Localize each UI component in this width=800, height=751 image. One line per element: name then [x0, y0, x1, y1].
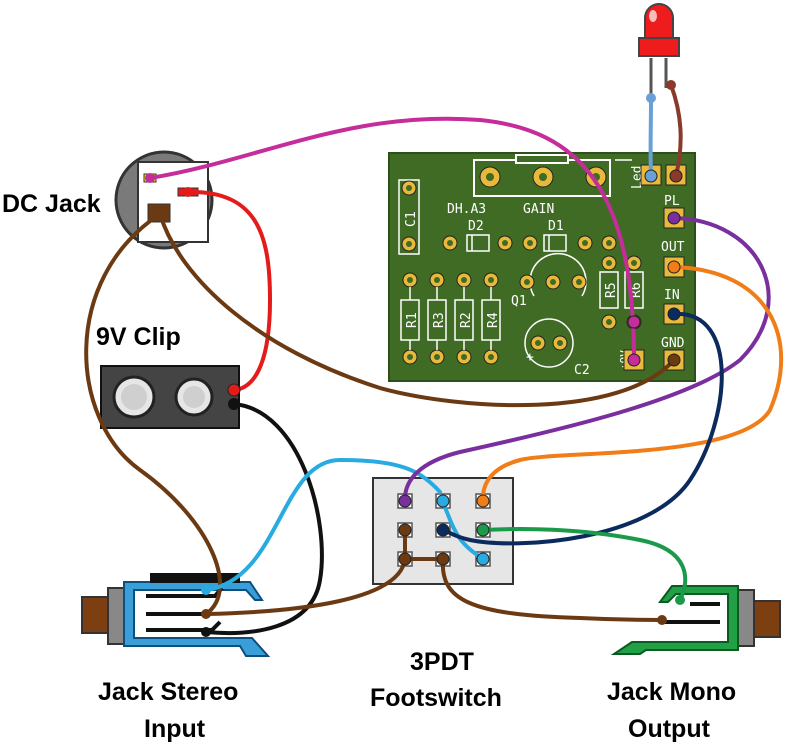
- wire-brown-fs-output: [440, 557, 664, 622]
- jack-stereo-label-line2: Input: [144, 715, 206, 743]
- c1-label: C1: [404, 211, 419, 227]
- q1-label: Q1: [511, 294, 527, 309]
- battery-clip-9v: [100, 365, 240, 429]
- wire-purple: [402, 216, 771, 503]
- jack-mono-output: [610, 585, 781, 655]
- r6-label: R6: [629, 282, 644, 298]
- d2-label: D2: [468, 219, 484, 234]
- c2-plus: +: [526, 350, 534, 365]
- jack-mono-label-line2: Output: [628, 715, 711, 743]
- footswitch-label-line1: 3PDT: [410, 648, 474, 676]
- gain-label: GAIN: [523, 202, 554, 217]
- clip-9v-label: 9V Clip: [96, 323, 181, 351]
- pad-gnd-label: GND: [661, 336, 685, 351]
- wire-green: [481, 527, 688, 602]
- jack-stereo-label-line1: Jack Stereo: [98, 678, 238, 706]
- dc-jack-label: DC Jack: [2, 190, 101, 218]
- pcb-board: C1 DH.A3 GAIN D2 D1 Led Q1 +: [388, 152, 696, 382]
- c2-label: C2: [574, 363, 590, 378]
- wire-magenta: [148, 116, 636, 362]
- pad-pl-label: PL: [664, 194, 680, 209]
- pad-out-label: OUT: [661, 240, 685, 255]
- wire-led-brown: [669, 83, 683, 178]
- wire-brown-fs-input: [204, 557, 407, 616]
- wire-brown-dc-jack: [84, 212, 222, 616]
- d1-label: D1: [548, 219, 564, 234]
- r3-label: R3: [432, 312, 447, 328]
- wire-orange: [480, 265, 784, 503]
- wire-navy: [441, 311, 724, 546]
- r4-label: R4: [486, 312, 501, 328]
- wire-black: [204, 402, 324, 636]
- wire-terminals: [145, 80, 685, 637]
- r1-label: R1: [405, 312, 420, 328]
- wire-red: [186, 189, 273, 392]
- pcb-name: DH.A3: [447, 202, 486, 217]
- r2-label: R2: [459, 312, 474, 328]
- led: [638, 3, 680, 100]
- jack-mono-label-line1: Jack Mono: [607, 678, 736, 706]
- resistor-bank: R1 R3 R2 R4: [400, 272, 501, 365]
- wires: [84, 83, 784, 636]
- r5-label: R5: [604, 282, 619, 298]
- pad-in-label: IN: [664, 288, 680, 303]
- wire-brown-dc-gnd: [158, 212, 676, 408]
- footswitch-label-line2: Footswitch: [370, 684, 502, 712]
- jack-stereo-input: [81, 573, 271, 657]
